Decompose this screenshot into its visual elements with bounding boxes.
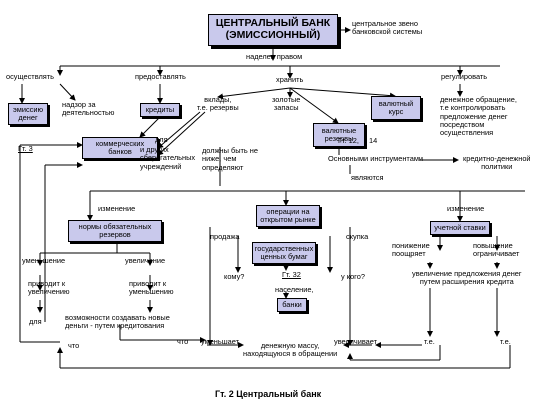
credit-policy-label: кредитно-денежной политики	[463, 154, 531, 172]
change-right-label: изменение	[447, 204, 485, 213]
figure-caption: Гт. 2 Центральный банк	[215, 389, 322, 399]
other-institutions-label: и других сберегательных учреждений	[140, 145, 196, 171]
store-label: хранить	[276, 75, 304, 84]
connector-line	[157, 111, 201, 149]
central-bank-text: ЦЕНТРАЛЬНЫЙ БАНК (ЭМИССИОННЫЙ)	[215, 17, 331, 41]
ie-1-label: т.е.	[424, 337, 435, 346]
exchange-rate-text: валютный курс	[378, 98, 414, 116]
ref-gt3-label[interactable]: Гт. 3	[18, 144, 33, 153]
leads-increase-label: приводит к увеличению	[28, 279, 70, 297]
provide-label: предоставлять	[135, 72, 186, 81]
implement-label: осуществлять	[6, 72, 54, 81]
connector-line	[289, 87, 396, 99]
reserve-norms-text: нормы обязательных резервов	[78, 221, 152, 239]
purchase-label: скупка	[346, 232, 369, 241]
decrease-left-label: уменьшение	[22, 256, 66, 265]
increases-label: увеличивает	[334, 337, 378, 346]
exchange-rate-box: валютный курс	[371, 96, 421, 120]
raising-label: повышение ограничивает	[473, 241, 520, 259]
credits-text: кредиты	[145, 104, 175, 114]
discount-rate-text: учетной ставки	[434, 222, 486, 232]
ie-2-label: т.е.	[500, 337, 511, 346]
banks-box: банки	[277, 298, 307, 312]
emission-box: эмиссию денег	[8, 103, 48, 125]
gov-securities-text: государственных ценных бумаг	[254, 243, 314, 261]
are-label: являются	[351, 173, 384, 182]
reduces-label: уменьшает	[201, 337, 240, 346]
main-instruments-label: Основными инструментами	[328, 154, 424, 163]
that-left-label: что	[68, 341, 80, 350]
ref-gt32-label[interactable]: Гт. 32	[282, 270, 301, 279]
population-label: население,	[275, 285, 314, 294]
deposits-label: вклады, т.е. резервы	[197, 95, 239, 113]
ref-gt12-label: Гт. 12,	[338, 136, 359, 145]
gov-securities-box: государственных ценных бумаг	[252, 242, 316, 264]
open-market-text: операции на открытом рынке	[260, 206, 316, 224]
sale-label: продажа	[210, 232, 240, 241]
not-lower-label: должны быть не ниже, чем определяют	[202, 146, 258, 172]
banks-text: банки	[282, 299, 302, 309]
granted-right-label: наделен правом	[246, 52, 303, 61]
connector-line	[217, 87, 291, 100]
that-mid-label: что	[177, 337, 189, 346]
supervision-label: надзор за деятельностью	[62, 100, 115, 118]
lowering-label: понижение поощряет	[392, 241, 430, 259]
leads-decrease-label: приводит к уменьшению	[129, 279, 174, 297]
connector-line	[289, 87, 339, 124]
commercial-banks-box: коммерческих банков	[82, 137, 158, 159]
money-supply-label: денежную массу, находящуюся в обращении	[243, 341, 338, 359]
commercial-banks-text: коммерческих банков	[95, 138, 145, 156]
money-circulation-label: денежное обращение, т.е контролировать п…	[440, 95, 517, 138]
reserve-norms-box: нормы обязательных резервов	[68, 220, 162, 242]
change-left-label: изменение	[98, 204, 136, 213]
regulate-label: регулировать	[441, 72, 488, 81]
central-link-label: центральное звено банковской системы	[352, 19, 423, 37]
gold-label: золотые запасы	[272, 95, 301, 113]
possibility-label: возможности создавать новые деньги - пут…	[65, 313, 170, 331]
open-market-box: операции на открытом рынке	[256, 205, 320, 227]
connector-line	[139, 116, 161, 138]
connector-line	[59, 83, 76, 101]
to-label: для	[155, 135, 168, 144]
increase-left-label: увеличение	[125, 256, 166, 265]
from-whom-label: у кого?	[341, 272, 365, 281]
currency-reserves-box: валютные резервы	[313, 123, 365, 147]
ref-14-label: 14	[369, 136, 378, 145]
currency-reserves-text: валютные резервы	[321, 125, 357, 143]
central-bank-box: ЦЕНТРАЛЬНЫЙ БАНК (ЭМИССИОННЫЙ)	[208, 14, 338, 46]
connector-line	[157, 111, 206, 156]
for-bottom-label: для	[29, 317, 42, 326]
emission-text: эмиссию денег	[12, 104, 44, 122]
discount-rate-box: учетной ставки	[430, 221, 490, 235]
credits-box: кредиты	[140, 103, 180, 117]
increase-supply-label: увеличение предложения денег путем расши…	[412, 269, 522, 287]
to-whom-label: кому?	[224, 272, 245, 281]
